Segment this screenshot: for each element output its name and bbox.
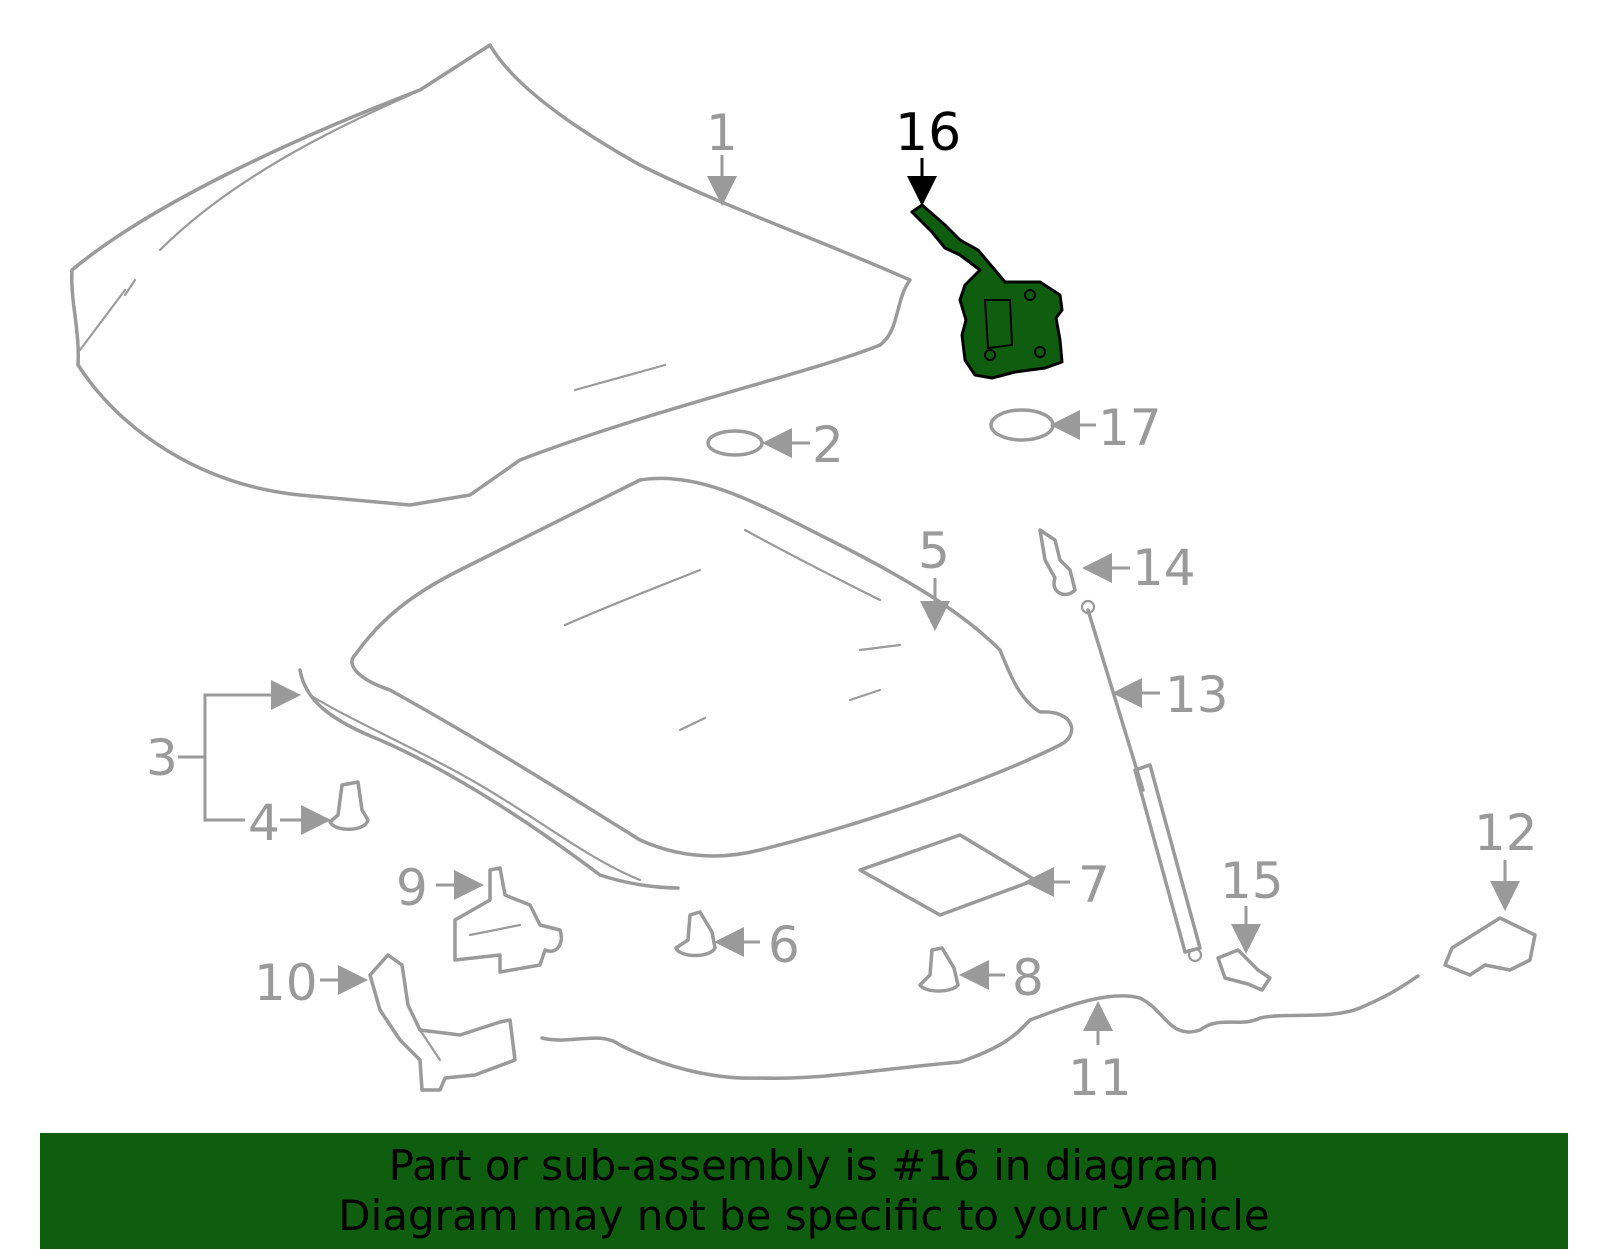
part-4-clip: [328, 780, 370, 831]
callout-11: 11: [1068, 1049, 1132, 1107]
part-11-cable: [540, 974, 1420, 1080]
callout-9: 9: [396, 859, 428, 917]
part-5-hood-insulator: [350, 476, 1074, 858]
callout-12: 12: [1474, 804, 1538, 862]
callout-2: 2: [812, 416, 844, 474]
part-12-handle: [1443, 916, 1537, 977]
part-6-clip: [674, 910, 717, 958]
banner-line-2: Diagram may not be specific to your vehi…: [338, 1191, 1270, 1240]
part-8-clip: [918, 946, 960, 993]
callout-17: 17: [1098, 399, 1162, 457]
callout-7: 7: [1078, 856, 1110, 914]
part-7-plate: [858, 833, 1037, 917]
part-3-hood-seal: [298, 668, 680, 890]
callout-8: 8: [1012, 949, 1044, 1007]
callout-14: 14: [1132, 539, 1196, 597]
callout-5: 5: [918, 522, 950, 580]
callout-4: 4: [248, 794, 280, 852]
part-10-bracket: [368, 953, 517, 1092]
callout-6: 6: [768, 916, 800, 974]
callout-labels: 1 2 3 4 5 6 7 8 9 10 11 12 13 14 15 17 1…: [146, 103, 1538, 1107]
part-1-hood: [69, 43, 912, 507]
leader-lines: [178, 155, 1520, 1045]
callout-1: 1: [706, 104, 738, 162]
part-9-latch: [453, 866, 563, 974]
info-banner: Part or sub-assembly is #16 in diagram D…: [40, 1133, 1568, 1249]
callout-3: 3: [146, 729, 178, 787]
part-14-ball-stud: [1038, 528, 1077, 597]
banner-line-1: Part or sub-assembly is #16 in diagram: [388, 1141, 1220, 1190]
callout-16: 16: [895, 103, 961, 163]
part-16-hood-hinge: [910, 203, 1064, 380]
callout-10: 10: [254, 954, 318, 1012]
part-15-bumper: [1216, 948, 1272, 992]
callout-15: 15: [1220, 852, 1284, 910]
callout-13: 13: [1165, 666, 1229, 724]
part-17-grommet: [989, 408, 1055, 442]
part-2-grommet: [706, 429, 764, 457]
